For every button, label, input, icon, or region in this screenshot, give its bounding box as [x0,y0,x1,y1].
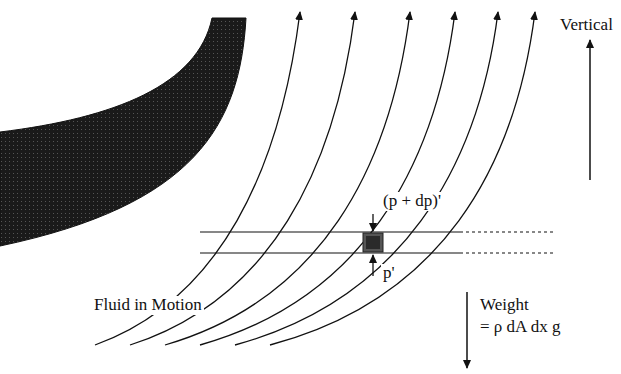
pressure-arrow-bottom [372,255,373,276]
fluid-element [363,233,383,252]
element-band [200,232,555,253]
fluid-element-core [366,236,380,249]
pressure-label: p' [381,264,397,283]
vertical-arrow [589,40,591,180]
weight-arrow [466,292,468,368]
force-label: Weight [478,296,531,315]
pressure-arrow-top [372,214,373,231]
curved-wall [0,18,246,246]
force-label: = ρ dA dx g [478,318,562,337]
axis-label: Vertical [558,16,615,35]
pressure-label: (p + dp)' [381,192,443,211]
flow-label: Fluid in Motion [92,296,204,315]
